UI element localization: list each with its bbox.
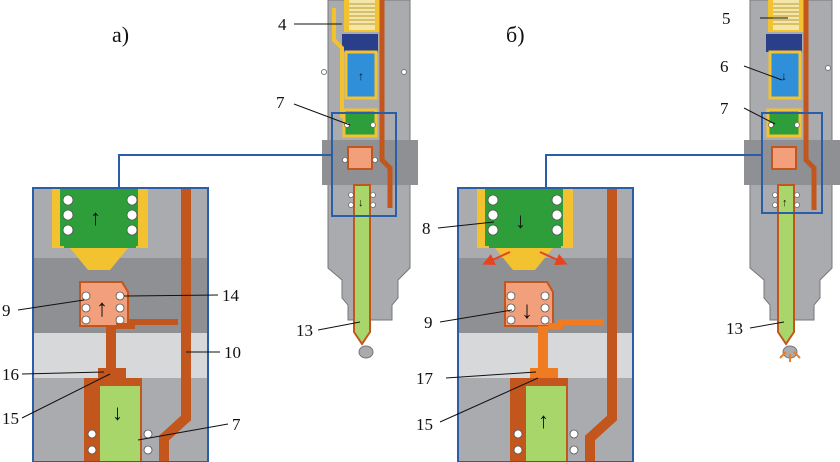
svg-text:↓: ↓ xyxy=(112,400,123,425)
needle-a xyxy=(353,184,371,346)
detail-a: ↑ ↑ ↓ xyxy=(32,187,209,462)
callout-15-b: 15 xyxy=(416,415,433,434)
svg-text:↑: ↑ xyxy=(90,205,101,230)
plunger-a xyxy=(100,386,140,462)
callout-10: 10 xyxy=(224,343,241,362)
callout-6: 6 xyxy=(720,57,729,76)
svg-text:↓: ↓ xyxy=(515,208,526,233)
svg-text:↑: ↑ xyxy=(782,197,788,209)
callout-4: 4 xyxy=(278,15,287,34)
armature-a xyxy=(342,34,378,52)
svg-text:↑: ↑ xyxy=(96,296,108,322)
callout-7-top-a: 7 xyxy=(276,93,285,112)
callout-7-b: 7 xyxy=(720,99,729,118)
spray-b xyxy=(779,351,801,362)
callout-14: 14 xyxy=(222,286,240,305)
svg-text:↓: ↓ xyxy=(781,69,787,83)
injector-a: ↑ ↓ xyxy=(321,0,418,359)
callout-17: 17 xyxy=(416,369,434,388)
injector-b: ↓ ↑ xyxy=(744,0,840,362)
callout-16: 16 xyxy=(2,365,19,384)
panel-label-b: б) xyxy=(506,22,525,47)
zoom-frame-small-a xyxy=(331,112,397,217)
svg-text:↓: ↓ xyxy=(521,298,533,324)
zoom-connector-b xyxy=(545,154,762,188)
svg-text:↑: ↑ xyxy=(538,408,549,433)
zoom-frame-small-b xyxy=(761,112,823,214)
pilot-piston-b xyxy=(504,281,554,327)
pilot-piston-a xyxy=(79,281,129,327)
callout-13-b: 13 xyxy=(726,319,743,338)
panel-label-a: а) xyxy=(112,22,129,47)
callout-13-a: 13 xyxy=(296,321,313,340)
zoom-frame-b xyxy=(457,187,634,462)
plunger-b xyxy=(526,386,566,462)
detail-b: ↓ ↓ ↑ xyxy=(457,187,634,462)
callout-9-b: 9 xyxy=(424,313,433,332)
callout-9-a: 9 xyxy=(2,301,11,320)
zoom-frame-a xyxy=(32,187,209,462)
callout-7-bottom-a: 7 xyxy=(232,415,241,434)
zoom-connector-a xyxy=(118,154,332,188)
control-valve-a xyxy=(342,108,378,138)
blue-chamber-a xyxy=(344,50,378,100)
svg-text:↑: ↑ xyxy=(358,69,364,83)
leader-lines xyxy=(17,17,788,441)
fuel-line-a xyxy=(379,0,393,208)
svg-text:↓: ↓ xyxy=(358,197,364,209)
callout-15-a: 15 xyxy=(2,409,19,428)
callout-8: 8 xyxy=(422,219,431,238)
callout-5: 5 xyxy=(722,9,731,28)
